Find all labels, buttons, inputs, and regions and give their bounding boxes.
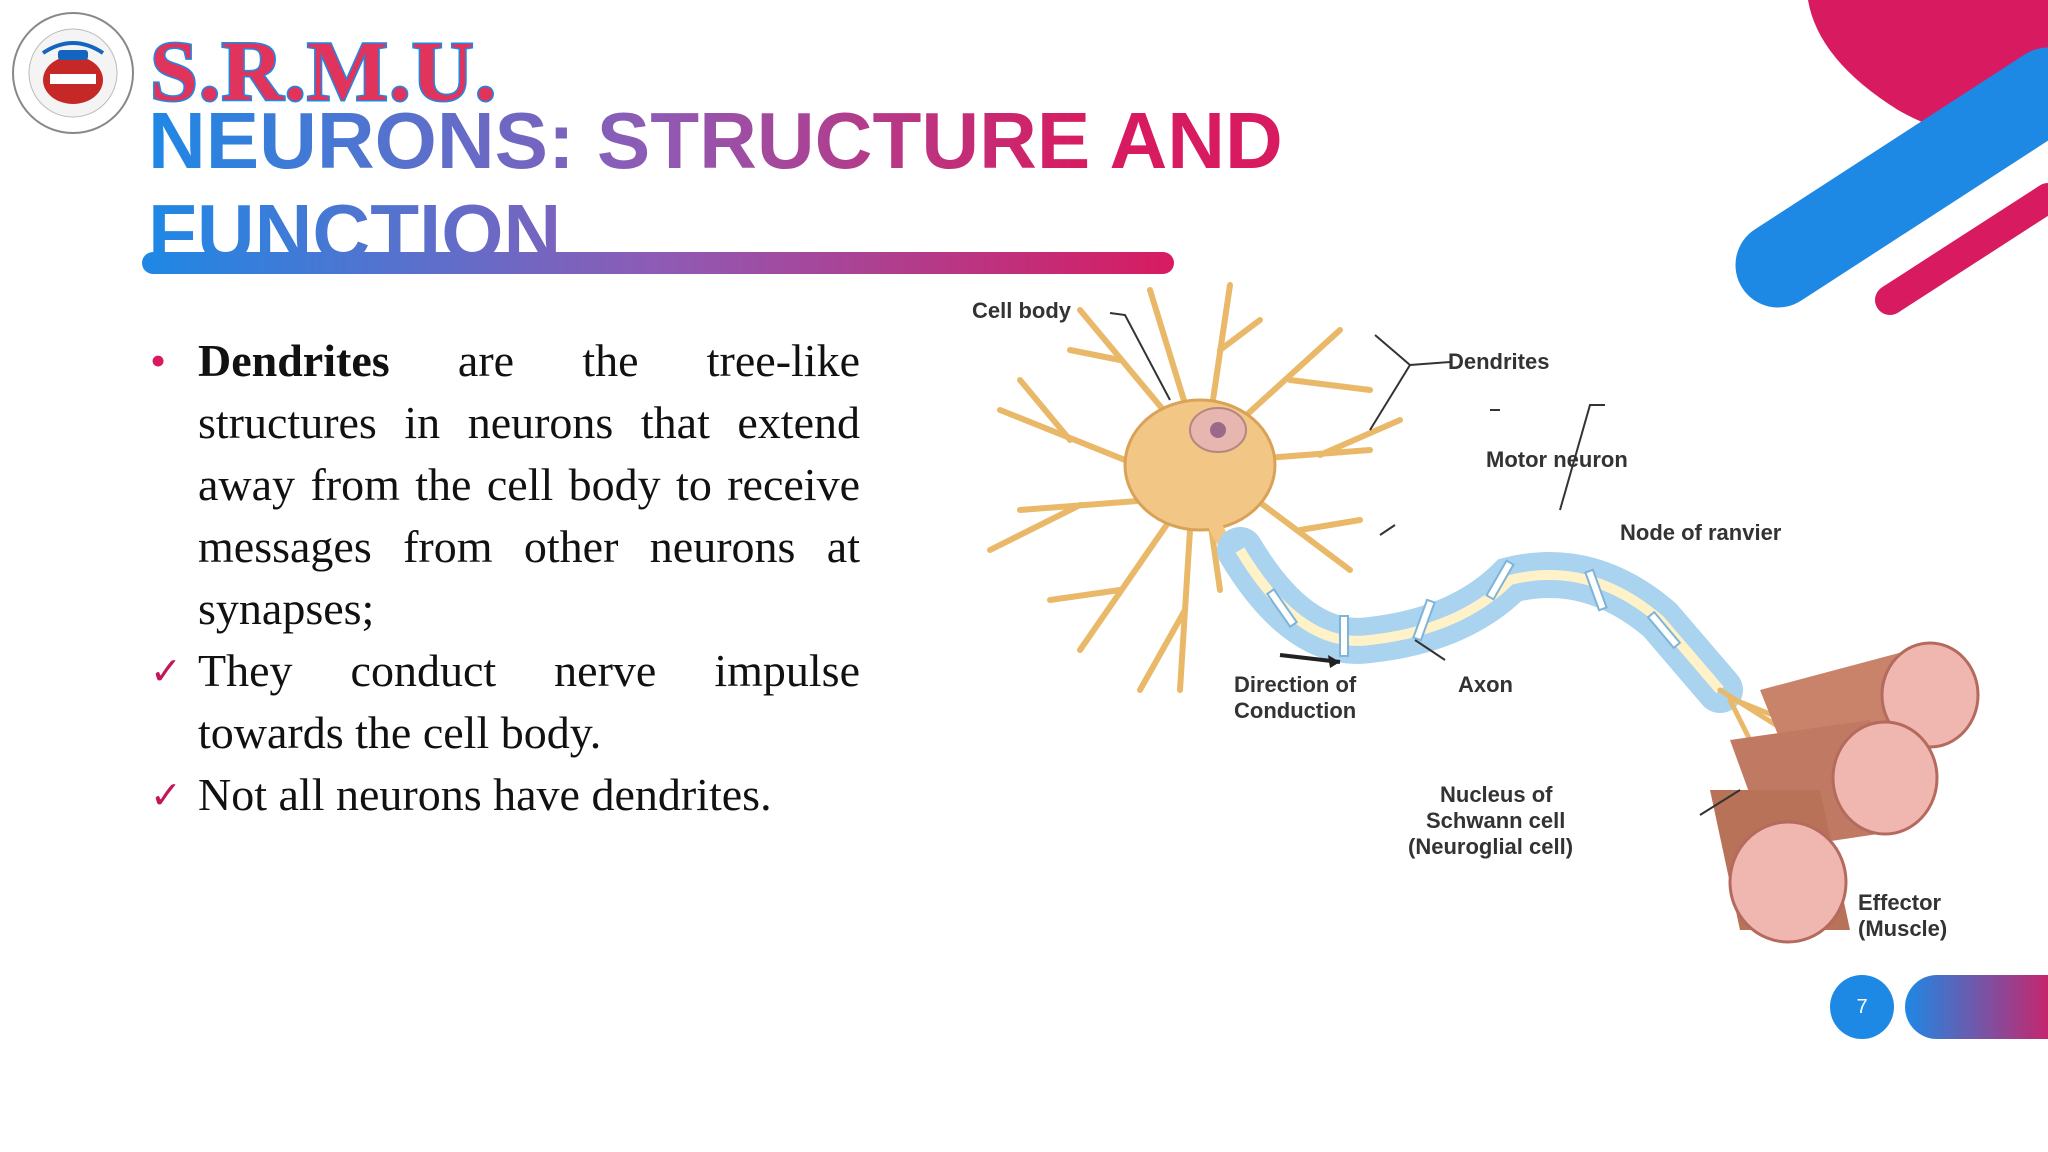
label-direction-2: Conduction: [1234, 698, 1356, 723]
bullet-text: Not all neurons have dendrites.: [198, 769, 772, 820]
checkmark-icon: ✓: [150, 773, 182, 817]
label-axon: Axon: [1458, 672, 1513, 697]
label-effector-1: Effector: [1858, 890, 1942, 915]
label-dendrites: Dendrites: [1448, 349, 1549, 374]
label-nucleus-3: (Neuroglial cell): [1408, 834, 1573, 859]
bullet-dot-icon: •: [150, 335, 167, 386]
corner-decoration: [1668, 0, 2048, 330]
label-motor-neuron: Motor neuron: [1486, 447, 1628, 472]
label-cell-body: Cell body: [972, 298, 1072, 323]
label-node-of-ranvier: Node of ranvier: [1620, 520, 1782, 545]
checkmark-icon: ✓: [150, 649, 182, 693]
label-nucleus-2: Schwann cell: [1426, 808, 1565, 833]
label-effector-2: (Muscle): [1858, 916, 1947, 941]
axon-illustration: [1217, 527, 1743, 713]
page-number: 7: [1830, 975, 1894, 1039]
bullet-bold-term: Dendrites: [198, 335, 390, 386]
university-logo: [8, 8, 138, 138]
title-underline-bar: [142, 252, 1174, 274]
muscle-illustration: [1710, 641, 1980, 944]
footer-decoration-bar: [1905, 975, 2048, 1039]
title-line-1: NEURONS: STRUCTURE AND: [148, 96, 1283, 185]
bullet-item: ✓ They conduct nerve impulse towards the…: [150, 640, 860, 764]
brand-name: S.R.M.U.: [148, 23, 498, 119]
bullet-text: are the tree-like structures in neurons …: [198, 335, 860, 634]
bullet-item: ✓ Not all neurons have dendrites.: [150, 764, 860, 826]
bullet-item: • Dendrites are the tree-like structures…: [150, 330, 860, 640]
label-nucleus-1: Nucleus of: [1440, 782, 1553, 807]
label-direction-1: Direction of: [1234, 672, 1357, 697]
neuron-diagram: Cell body Dendrites Motor neuron Node of…: [900, 270, 2000, 970]
bullet-text: They conduct nerve impulse towards the c…: [198, 645, 860, 758]
bullet-list: • Dendrites are the tree-like structures…: [150, 330, 860, 826]
